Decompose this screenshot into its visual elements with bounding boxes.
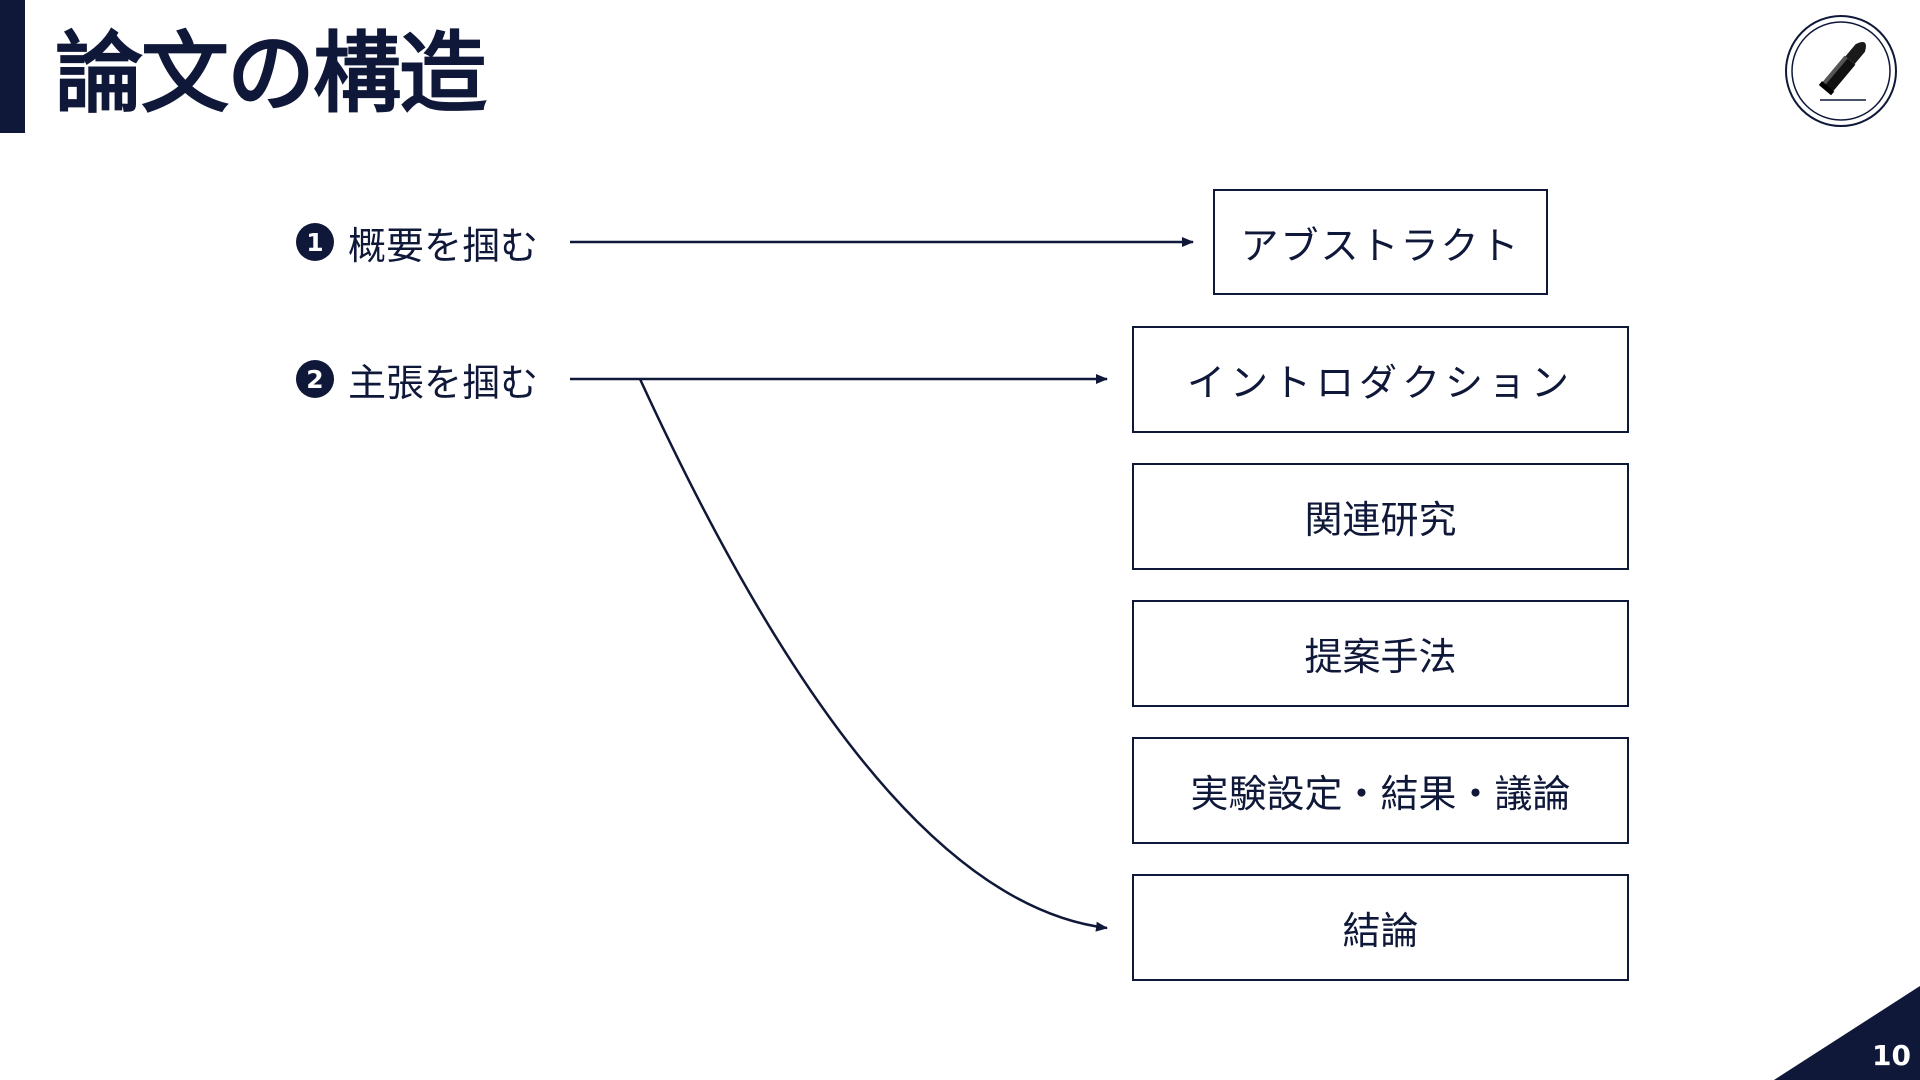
- page-number: 10: [1872, 1039, 1911, 1072]
- step-2: 2 主張を掴む: [296, 349, 538, 409]
- step-2-number: 2: [296, 360, 334, 398]
- step-1-number: 1: [296, 223, 334, 261]
- section-box-conclusion: 結論: [1132, 874, 1629, 981]
- arrow-step2-to-conclusion: [638, 378, 1108, 932]
- step-1: 1 概要を掴む: [296, 212, 538, 272]
- section-box-introduction: イントロダクション: [1132, 326, 1629, 433]
- page-corner-triangle: [1774, 986, 1920, 1080]
- section-box-related-work: 関連研究: [1132, 463, 1629, 570]
- section-box-proposed-method: 提案手法: [1132, 600, 1629, 707]
- page-title: 論文の構造: [55, 22, 487, 125]
- step-2-label: 主張を掴む: [348, 360, 539, 405]
- section-box-experiments: 実験設定・結果・議論: [1132, 737, 1629, 844]
- section-box-abstract: アブストラクト: [1213, 189, 1548, 295]
- title-accent-bar: [0, 0, 25, 133]
- step-1-label: 概要を掴む: [348, 223, 539, 268]
- bullet-icon: [1785, 15, 1897, 127]
